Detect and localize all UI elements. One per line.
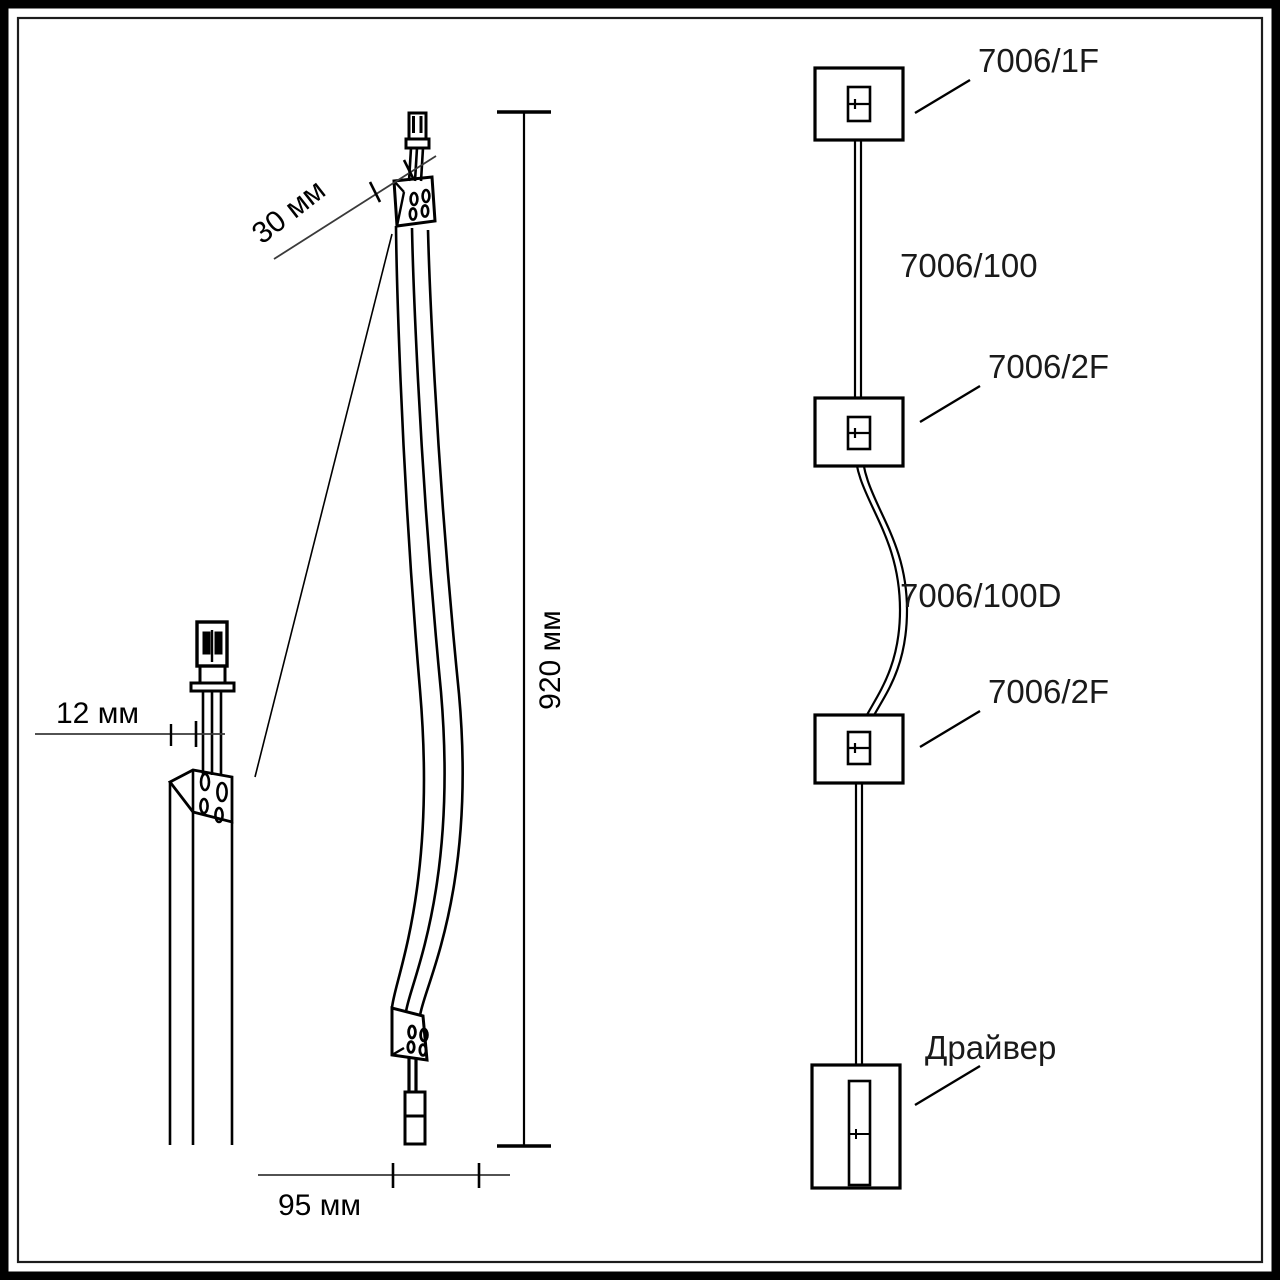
cable-to-driver <box>854 770 864 1090</box>
callout-7006-1F: 7006/1F <box>978 42 1099 79</box>
detail-view-profile <box>167 620 236 1145</box>
dim-12mm: 12 мм <box>35 697 225 747</box>
bottom-connector-icon <box>403 1058 427 1146</box>
detail-leader-line <box>254 233 393 778</box>
dim-12mm-label: 12 мм <box>56 697 139 730</box>
callout-7006-100: 7006/100 <box>900 247 1038 284</box>
arm-profile-curves <box>390 225 464 1017</box>
callout-7006-100D: 7006/100D <box>900 577 1061 614</box>
detail-bracket <box>167 768 234 1145</box>
dim-95mm: 95 мм <box>258 1163 510 1222</box>
bottom-bracket <box>390 1006 429 1062</box>
mount-box-3 <box>813 713 905 785</box>
curved-arm-assembly <box>390 111 464 1146</box>
dim-95mm-label: 95 мм <box>278 1189 361 1222</box>
callout-7006-2F-lower: 7006/2F <box>988 673 1109 710</box>
mount-box-2 <box>813 396 905 468</box>
suspension-assembly <box>810 66 909 1190</box>
callout-driver: Драйвер <box>925 1029 1056 1066</box>
dim-30mm-label: 30 мм <box>246 173 332 250</box>
callout-7006-2F-upper: 7006/2F <box>988 348 1109 385</box>
top-bracket <box>392 175 437 228</box>
dim-920mm-label: 920 мм <box>534 610 567 710</box>
driver-box <box>810 1063 902 1190</box>
detail-connector-icon <box>189 620 236 693</box>
cable-7006-100 <box>853 104 863 418</box>
dim-920mm: 920 мм <box>497 110 567 1148</box>
mount-box-1 <box>813 66 905 142</box>
dim-30mm: 30 мм <box>246 155 437 260</box>
detail-profile-lines <box>168 782 234 1145</box>
detail-wires <box>201 691 223 775</box>
callout-leaders <box>914 78 981 1107</box>
callout-labels: 7006/1F 7006/100 7006/2F 7006/100D 7006/… <box>900 42 1109 1066</box>
